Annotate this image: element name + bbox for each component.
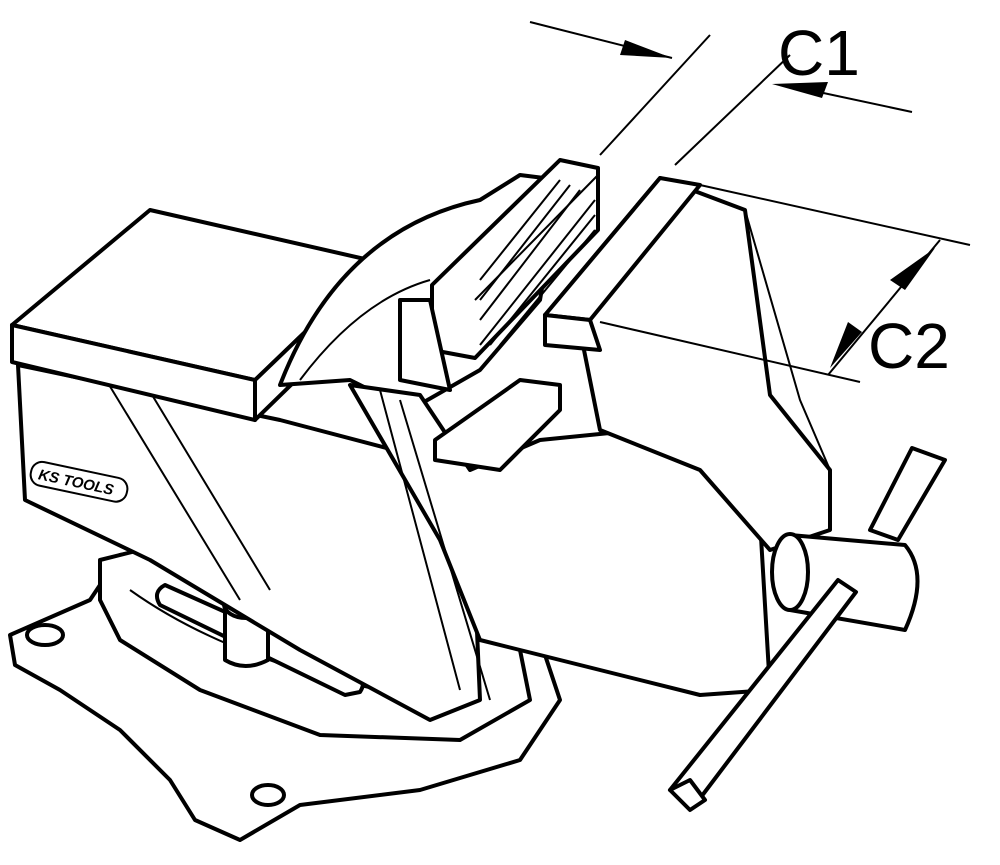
rear-body <box>16 363 482 722</box>
bolt-hole <box>250 783 286 807</box>
spindle-handle-tip <box>868 446 947 542</box>
slide-rail <box>433 378 562 472</box>
label-c1: C1 <box>778 17 860 89</box>
label-c2: C2 <box>868 310 950 382</box>
jaw-serration <box>479 179 596 346</box>
ks-tools-logo: KS TOOLS <box>29 460 129 503</box>
dimension-c1 <box>529 21 913 166</box>
dimension-c2 <box>599 184 971 383</box>
bolt-hole <box>25 623 65 647</box>
